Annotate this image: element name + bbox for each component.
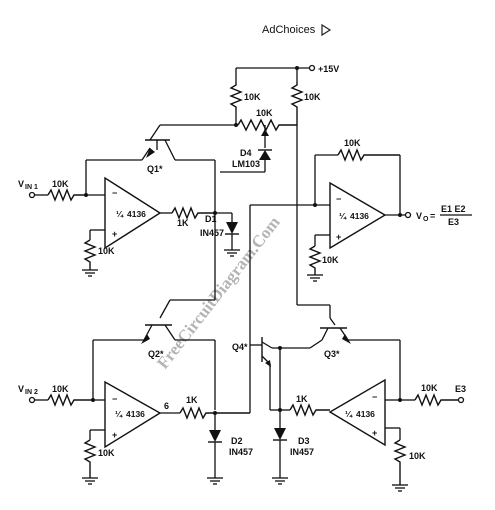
- transistor-label: Q3*: [324, 349, 340, 359]
- output-vo: V O = E1 E2 E3: [416, 204, 472, 227]
- resistor-in1: 10K: [34, 179, 86, 202]
- opamp-label: 4136: [356, 409, 375, 419]
- resistor-label: 10K: [421, 383, 438, 393]
- resistor-e3: 10K: [400, 383, 458, 407]
- resistor-gnd4: 10K: [392, 439, 426, 492]
- resistor-label: 10K: [52, 179, 69, 189]
- ad-choices-icon: [321, 23, 332, 37]
- resistor-label: 10K: [409, 451, 426, 461]
- vin1-label: V: [18, 179, 24, 189]
- transistor-q2: Q2*: [92, 299, 216, 410]
- diode-d1: D1 IN457: [200, 214, 239, 250]
- opamp-fraction: ¼: [116, 209, 124, 219]
- resistor-label: 1K: [296, 394, 308, 404]
- opamp-plus: +: [112, 430, 117, 440]
- resistor-gnd2: 10K: [82, 439, 115, 485]
- opamp-minus: −: [112, 394, 117, 404]
- opamp-minus: −: [112, 188, 117, 198]
- vin1-sub: IN 1: [25, 184, 38, 191]
- transistor-q3: Q3*: [309, 317, 401, 400]
- resistor-top-left: 10K: [229, 82, 261, 110]
- opamp-label: 4136: [127, 209, 146, 219]
- resistor-top-right: 10K: [290, 82, 321, 125]
- vo-sub: O: [423, 216, 429, 223]
- ad-choices[interactable]: AdChoices: [262, 23, 332, 37]
- resistor-in2: 10K: [34, 384, 93, 407]
- diode-label: D3: [298, 436, 310, 446]
- diode-d2: D2 IN457: [207, 430, 253, 485]
- opamp-label: 4136: [126, 409, 145, 419]
- diode-d3: D3 IN457: [272, 428, 314, 485]
- diode-part: IN457: [200, 228, 224, 238]
- resistor-label: 1K: [177, 218, 189, 228]
- resistor-gnd1: 10K: [82, 239, 115, 277]
- diode-label: D2: [231, 436, 243, 446]
- input-e3[interactable]: E3: [455, 384, 466, 404]
- vo-num: E1 E2: [441, 204, 466, 214]
- diode-part: IN457: [229, 447, 253, 457]
- supply-rail: +15V: [235, 64, 339, 82]
- vo-label: V: [416, 211, 422, 221]
- transistor-label: Q4*: [232, 342, 248, 352]
- resistor-gnd3: 10K: [307, 245, 339, 282]
- resistor-label: 10K: [52, 384, 69, 394]
- resistor-1k-a: 1K: [171, 206, 215, 228]
- e3-label: E3: [455, 384, 466, 394]
- opamp-out: − + ¼ 4136: [329, 181, 387, 250]
- ad-choices-label: AdChoices: [262, 24, 316, 36]
- transistor-q4: Q4*: [232, 337, 310, 410]
- diode-label: D4: [240, 148, 252, 158]
- vin2-sub: IN 2: [25, 389, 38, 396]
- opamp-fraction: ¼: [115, 409, 123, 419]
- resistor-1k-b: 1K: [179, 395, 250, 420]
- opamp-minus: −: [336, 194, 341, 204]
- resistor-1k-c: 1K: [289, 394, 330, 417]
- resistor-label: 10K: [244, 92, 261, 102]
- resistor-label: 1K: [186, 395, 198, 405]
- supply-label: +15V: [318, 64, 339, 74]
- pin-label: 6: [164, 401, 169, 411]
- vo-eq: =: [430, 211, 435, 221]
- diode-part: IN457: [290, 447, 314, 457]
- resistor-label: 10K: [322, 255, 339, 265]
- opamp-plus: +: [112, 229, 117, 239]
- vin2-label: V: [18, 384, 24, 394]
- opamp-3: − + ¼ 4136: [328, 378, 386, 447]
- potentiometer: 10K: [160, 108, 297, 148]
- resistor-label: 10K: [98, 448, 115, 458]
- opamp-1: − + ¼ 4136: [104, 176, 162, 250]
- diode-part: LM103: [232, 159, 260, 169]
- transistor-q1: Q1*: [85, 124, 215, 195]
- diode-d4: D4 LM103: [220, 148, 272, 173]
- transistor-label: Q2*: [148, 349, 164, 359]
- vo-den: E3: [448, 217, 459, 227]
- resistor-label: 10K: [98, 246, 115, 256]
- opamp-fraction: ¼: [345, 409, 353, 419]
- opamp-plus: +: [372, 428, 377, 438]
- resistor-fb: 10K: [315, 138, 400, 162]
- opamp-label: 4136: [350, 211, 369, 221]
- resistor-label: 10K: [304, 92, 321, 102]
- opamp-2: − + ¼ 4136: [104, 380, 162, 449]
- resistor-label: 10K: [344, 138, 361, 148]
- opamp-minus: −: [372, 392, 377, 402]
- diode-label: D1: [205, 214, 217, 224]
- pot-label: 10K: [256, 108, 273, 118]
- opamp-fraction: ¼: [339, 211, 347, 221]
- opamp-plus: +: [336, 232, 341, 242]
- transistor-label: Q1*: [147, 164, 163, 174]
